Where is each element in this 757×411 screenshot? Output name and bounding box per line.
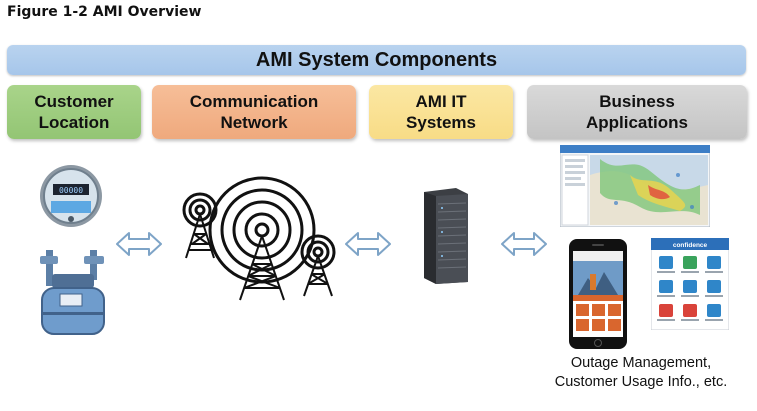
tablet-app-icon: confidence: [651, 238, 729, 330]
business-applications-box: Business Applications: [527, 85, 747, 139]
caption-line2: Customer Usage Info., etc.: [554, 374, 728, 390]
svg-text:confidence: confidence: [673, 242, 708, 249]
communication-network-box: Communication Network: [152, 85, 356, 139]
ami-it-systems-box: AMI IT Systems: [369, 85, 513, 139]
customer-location-box: Customer Location: [7, 85, 141, 139]
customer-location-line1: Customer: [34, 92, 114, 111]
communication-network-line1: Communication: [189, 92, 319, 111]
customer-location-line2: Location: [38, 113, 110, 132]
smartphone-app-icon: [569, 239, 627, 349]
double-arrow-icon-1: [116, 232, 162, 256]
ami-components-banner: AMI System Components: [7, 45, 746, 75]
communication-towers-icon: [182, 176, 336, 301]
caption-line1: Outage Management,: [570, 355, 712, 371]
outage-map-icon: [560, 145, 710, 227]
communication-network-line2: Network: [220, 113, 288, 132]
server-rack-icon: [424, 188, 468, 284]
banner-label: AMI System Components: [255, 48, 498, 71]
business-applications-line2: Applications: [585, 113, 688, 132]
ami-it-systems-line2: Systems: [406, 113, 476, 132]
electric-meter-icon: 00000: [40, 165, 102, 227]
ami-it-systems-line1: AMI IT: [415, 92, 467, 111]
gas-meter-icon: [40, 250, 105, 335]
double-arrow-icon-3: [501, 232, 547, 256]
business-apps-caption: Outage Management, Customer Usage Info.,…: [528, 354, 754, 392]
svg-text:00000: 00000: [59, 186, 83, 195]
business-applications-line1: Business: [599, 92, 675, 111]
figure-title: Figure 1-2 AMI Overview: [7, 4, 202, 20]
double-arrow-icon-2: [345, 232, 391, 256]
